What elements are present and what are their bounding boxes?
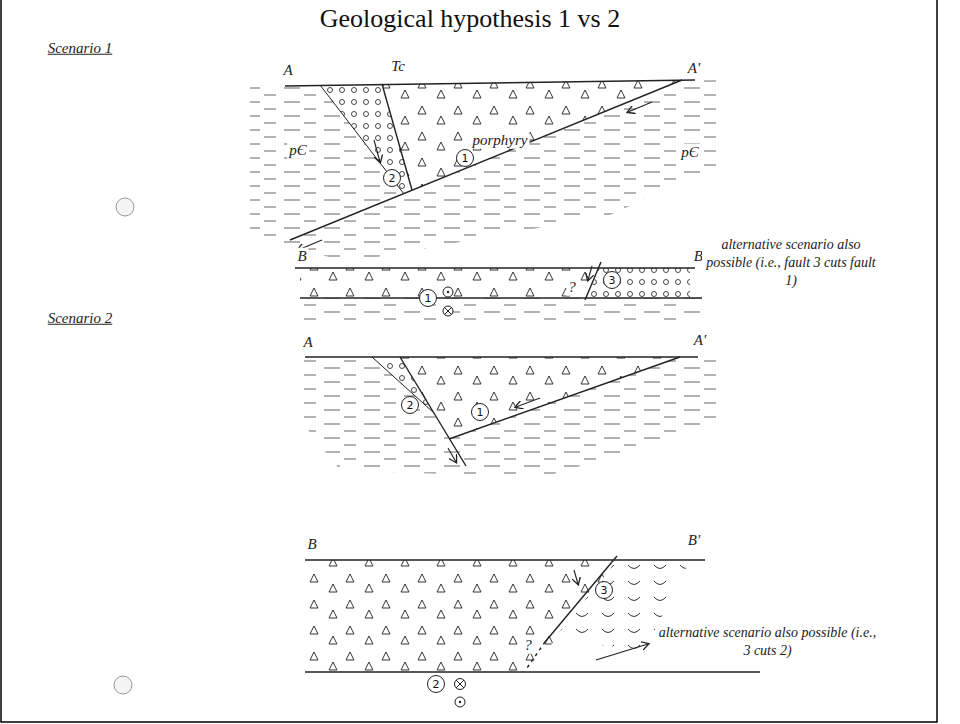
fault-number-circle: 3: [595, 581, 613, 599]
callout-number: 2: [389, 173, 396, 184]
callout-number: 3: [601, 585, 608, 596]
unit-label: Tc: [389, 58, 407, 75]
unit-label: pЄ: [287, 142, 309, 159]
section-end-label: B': [686, 532, 702, 549]
unit-label: pЄ: [679, 144, 701, 161]
fault-number-circle: 2: [401, 396, 419, 414]
section-end-label: A: [281, 62, 294, 79]
slide-title: Geological hypothesis 1 vs 2: [320, 4, 620, 34]
callout-number: 3: [609, 275, 616, 286]
fault-number-circle: 2: [427, 675, 445, 693]
margin-note: alternative scenario also possible (i.e.…: [655, 624, 880, 660]
scenario-heading: Scenario 2: [46, 310, 115, 327]
callout-number: 1: [425, 293, 432, 304]
section-end-label: B: [295, 248, 308, 265]
fault-number-circle: 1: [456, 149, 474, 167]
section-end-label: B: [305, 536, 318, 553]
unit-label: porphyry: [471, 132, 530, 149]
section-end-label: A: [301, 334, 314, 351]
callout-number: 1: [462, 153, 469, 164]
query-mark: ?: [566, 279, 578, 296]
callout-number: 2: [407, 400, 414, 411]
section-end-label: A': [692, 332, 708, 349]
fault-number-circle: 1: [471, 403, 489, 421]
scenario-heading: Scenario 1: [46, 40, 115, 57]
margin-note: alternative scenario also possible (i.e.…: [702, 236, 880, 291]
callout-number: 2: [433, 679, 440, 690]
fault-number-circle: 1: [419, 289, 437, 307]
section-end-label: A': [686, 60, 702, 77]
fault-number-circle: 3: [603, 271, 621, 289]
callout-number: 1: [477, 407, 484, 418]
fault-number-circle: 2: [383, 169, 401, 187]
query-mark: ?: [522, 637, 534, 654]
